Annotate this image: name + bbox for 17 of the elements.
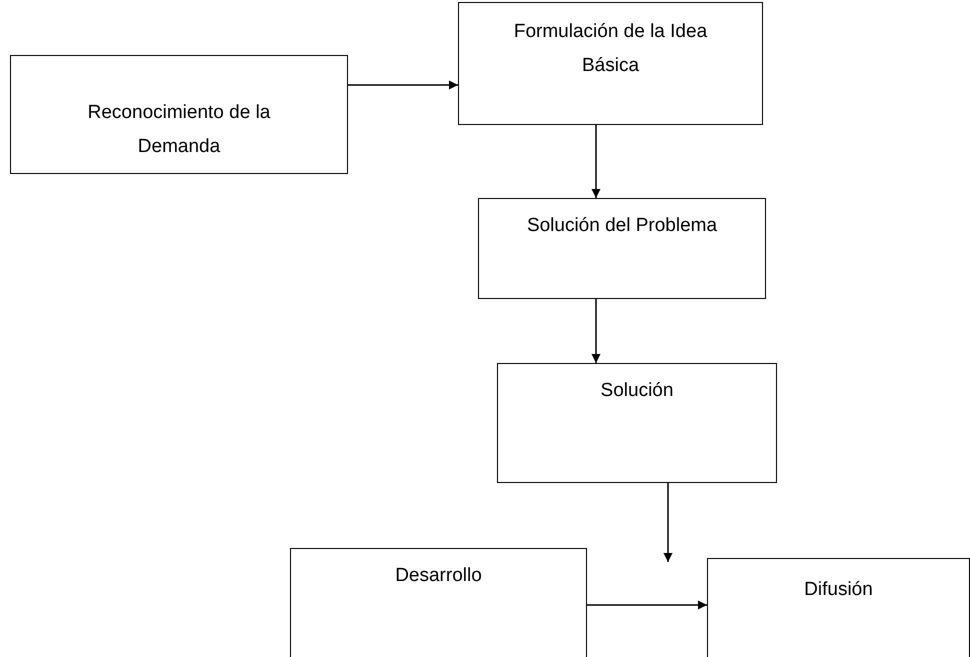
process-box xyxy=(290,548,587,657)
process-box xyxy=(458,2,763,125)
arrow xyxy=(664,483,672,562)
arrow xyxy=(348,80,458,90)
arrow xyxy=(587,600,707,610)
box-label: Solución del Problema xyxy=(526,214,718,238)
box-label: Difusión xyxy=(804,578,873,602)
box-label: Solución xyxy=(600,379,674,403)
process-box xyxy=(707,558,970,657)
box-label: Reconocimiento de la Demanda xyxy=(86,101,272,159)
arrow xyxy=(592,299,600,363)
process-box xyxy=(478,198,766,299)
arrow xyxy=(592,125,600,198)
box-label: Formulación de la Idea Básica xyxy=(512,20,708,78)
process-box xyxy=(497,363,777,483)
box-label: Desarrollo xyxy=(395,564,482,588)
process-box xyxy=(10,55,348,174)
